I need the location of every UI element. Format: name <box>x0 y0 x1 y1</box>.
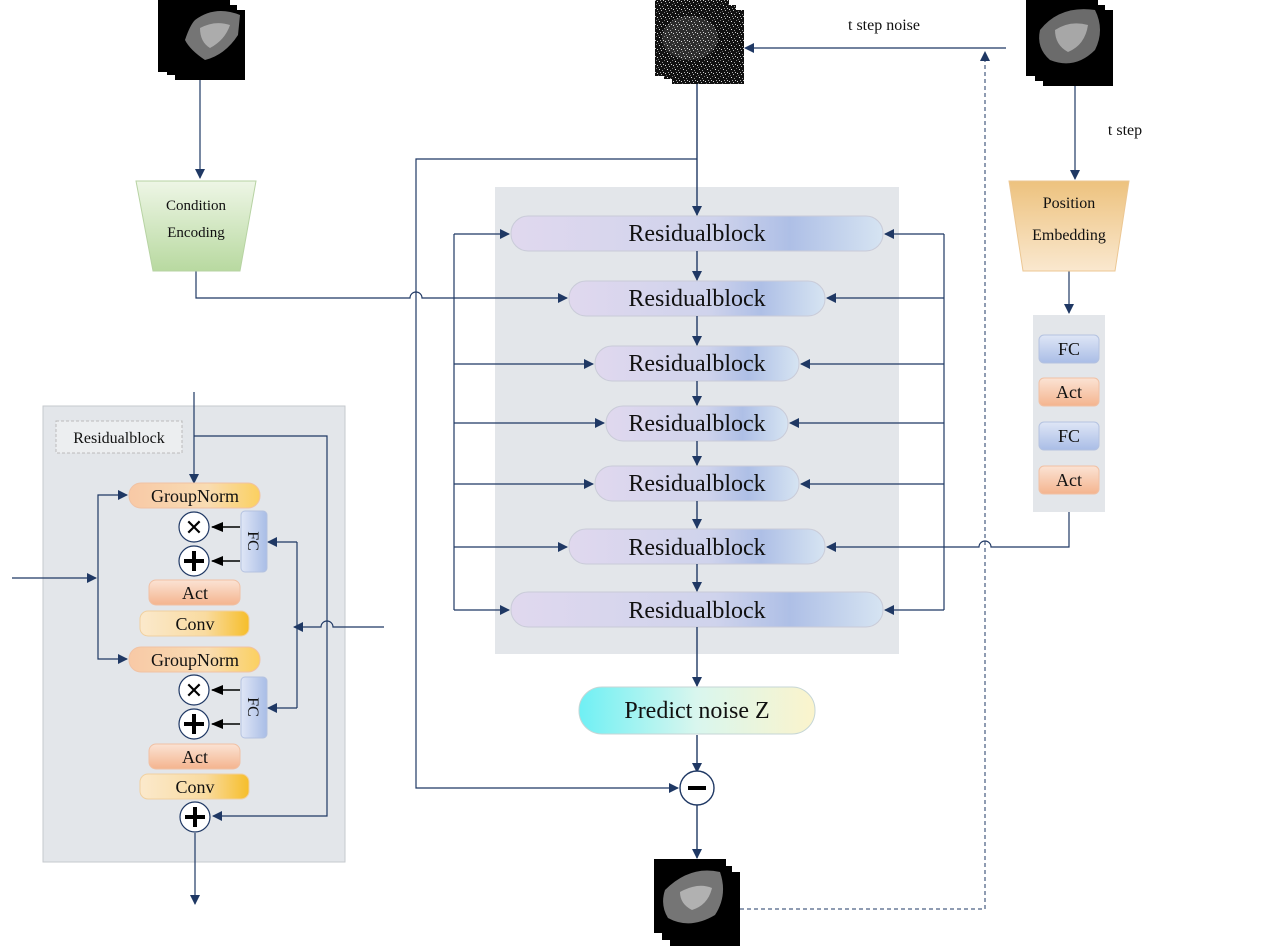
embed-fc-1: FC <box>1038 334 1100 364</box>
residual-block-label: Residualblock <box>628 598 765 624</box>
input-image-stack <box>1026 0 1113 86</box>
embed-fc-2: FC <box>1038 421 1100 451</box>
fc1-arrows <box>211 522 240 566</box>
skip-path <box>415 158 697 793</box>
residual-detail-title-box <box>55 420 183 454</box>
svg-text:Act: Act <box>182 583 208 603</box>
dashed-feedback-path <box>740 51 990 910</box>
condition-bus <box>195 229 605 615</box>
svg-text:FC: FC <box>1058 339 1080 359</box>
conv-1: Conv <box>139 610 250 637</box>
position-label-line2: Embedding <box>1032 227 1106 244</box>
residual-block-label: Residualblock <box>628 471 765 497</box>
svg-text:FC: FC <box>244 697 261 717</box>
multiply-operator-2: ✕ <box>178 674 210 706</box>
svg-text:✕: ✕ <box>185 516 203 541</box>
subtract-operator <box>679 770 715 806</box>
inset-fc-1: FC <box>240 510 268 573</box>
conv-2: Conv <box>139 773 250 800</box>
add-operator-2 <box>178 708 210 740</box>
groupnorm-2: GroupNorm <box>128 646 261 673</box>
embed-act-2: Act <box>1038 465 1100 495</box>
time-bus <box>789 229 1070 615</box>
predict-noise-block: Predict noise Z <box>578 686 816 735</box>
residual-block-label: Residualblock <box>628 535 765 561</box>
t-step-label: t step <box>1108 122 1142 139</box>
condition-label-line1: Condition <box>166 198 227 214</box>
groupnorm-1: GroupNorm <box>128 482 261 509</box>
svg-text:Conv: Conv <box>175 777 214 797</box>
inset-fc-2: FC <box>240 676 268 739</box>
act-1: Act <box>148 579 241 606</box>
embed-act-1: Act <box>1038 377 1100 407</box>
residual-block-2: Residualblock <box>594 345 800 382</box>
residual-block-label: Residualblock <box>628 221 765 247</box>
residual-block-3: Residualblock <box>605 405 789 442</box>
predict-noise-label: Predict noise Z <box>624 698 769 724</box>
condition-encoding-block: Condition Encoding <box>135 180 257 272</box>
noisy-image-stack <box>655 0 744 84</box>
fc2-arrows <box>211 685 240 729</box>
svg-text:Conv: Conv <box>175 614 214 634</box>
residual-block-label: Residualblock <box>628 351 765 377</box>
position-label-line1: Position <box>1043 195 1095 212</box>
residual-block-4: Residualblock <box>594 465 800 502</box>
act-2: Act <box>148 743 241 770</box>
inset-connectors <box>12 392 384 905</box>
svg-text:FC: FC <box>244 531 261 551</box>
add-operator-1 <box>178 545 210 577</box>
svg-text:FC: FC <box>1058 426 1080 446</box>
residual-block-label: Residualblock <box>628 411 765 437</box>
residual-block-6: Residualblock <box>510 591 884 628</box>
svg-text:GroupNorm: GroupNorm <box>151 486 239 506</box>
svg-text:✕: ✕ <box>185 679 203 704</box>
t-step-noise-label: t step noise <box>848 17 920 34</box>
residual-block-1: Residualblock <box>568 280 826 317</box>
residual-add-operator <box>179 801 211 833</box>
residual-block-label: Residualblock <box>628 286 765 312</box>
residual-block-0: Residualblock <box>510 215 884 252</box>
svg-text:Act: Act <box>1056 470 1082 490</box>
multiply-operator-1: ✕ <box>178 511 210 543</box>
svg-text:GroupNorm: GroupNorm <box>151 650 239 670</box>
svg-text:Act: Act <box>182 747 208 767</box>
output-image-stack <box>654 859 740 946</box>
position-embedding-block: Position Embedding <box>1008 180 1130 272</box>
svg-text:Act: Act <box>1056 382 1082 402</box>
condition-image-stack <box>158 0 245 80</box>
residual-detail-title: Residualblock <box>73 430 165 447</box>
residual-block-5: Residualblock <box>568 528 826 565</box>
condition-label-line2: Encoding <box>167 225 225 241</box>
